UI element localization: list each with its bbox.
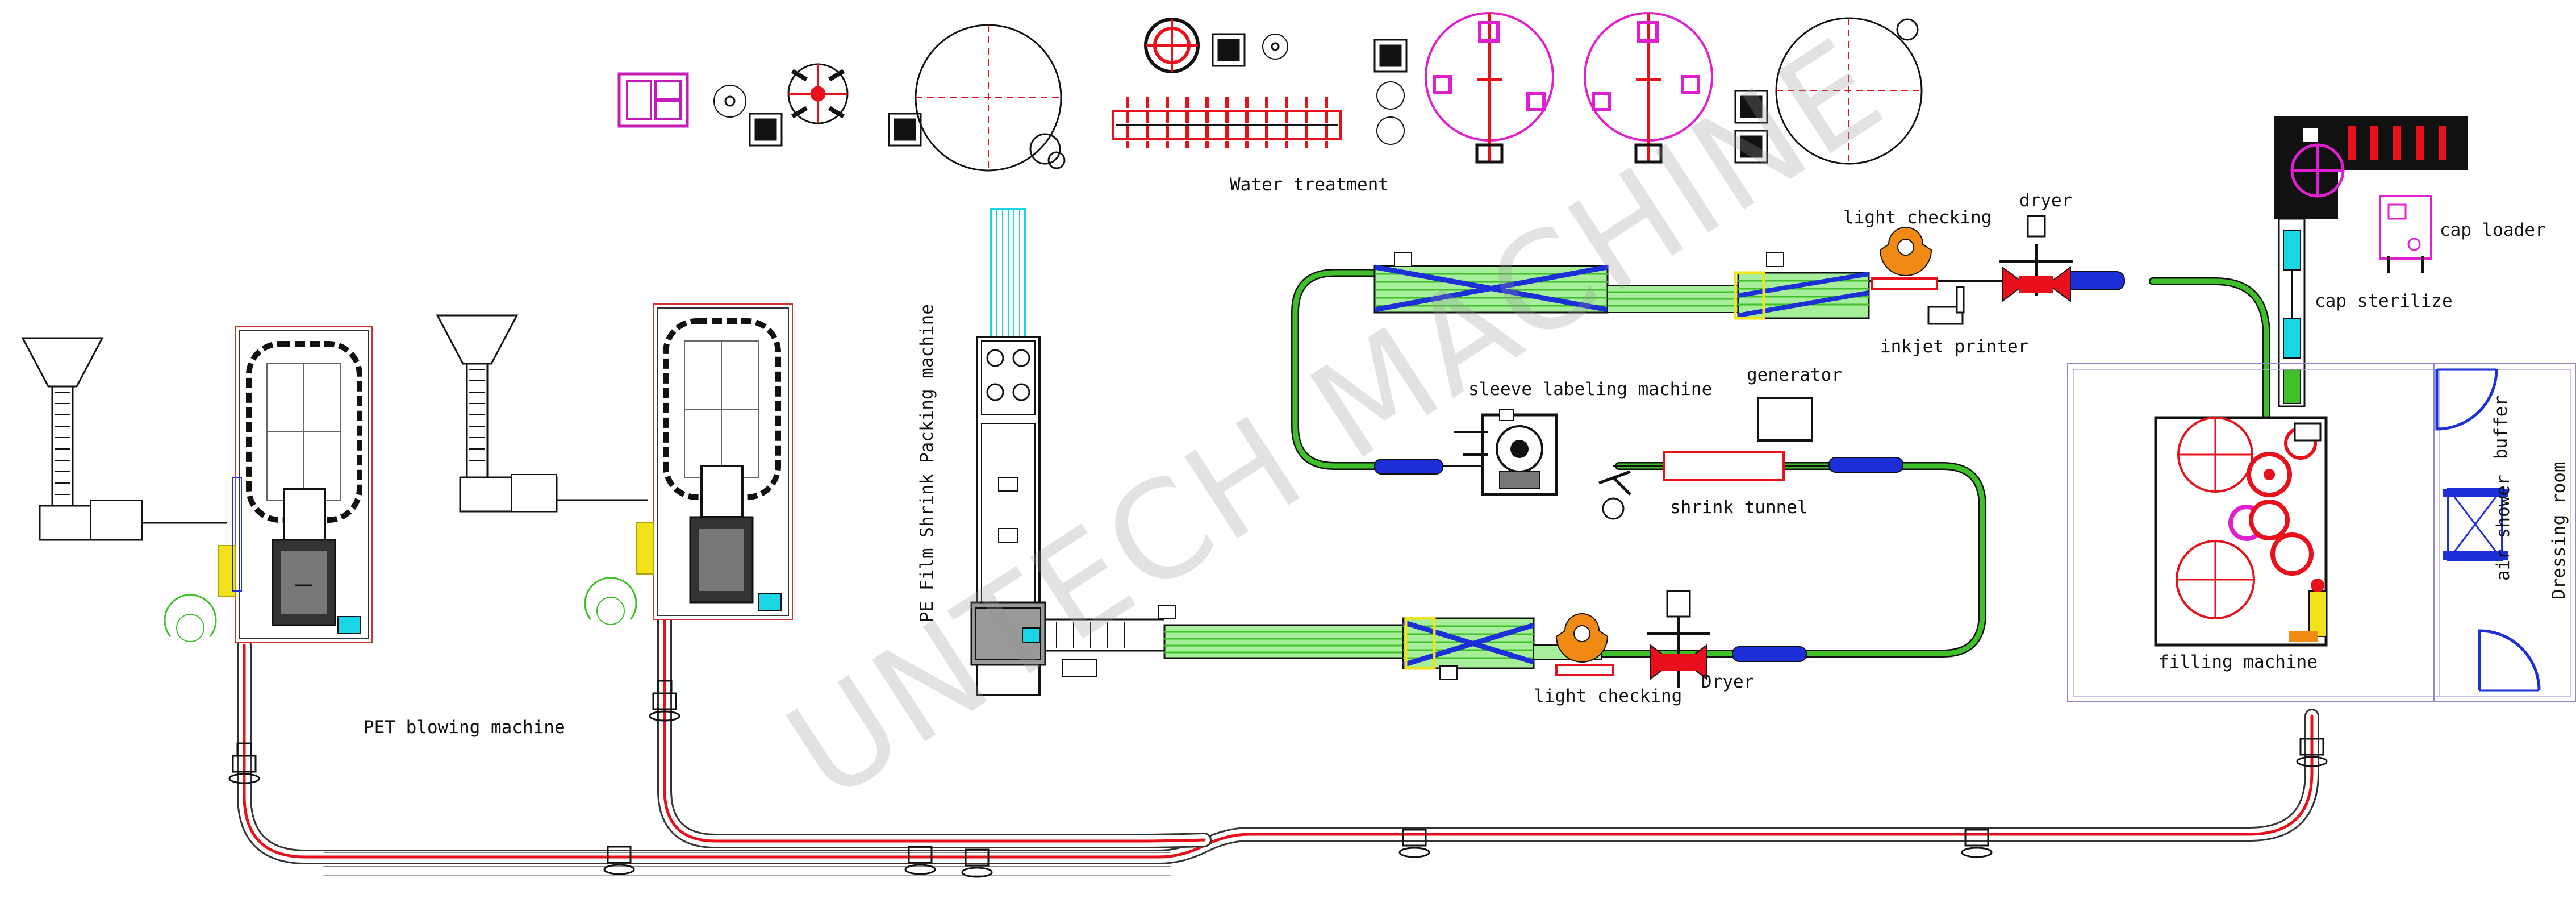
label-pe-film-shrink-packing-machine: PE Film Shrink Packing machine [917, 304, 937, 622]
label-air-shower: air shower [2493, 475, 2514, 581]
pet-blowing-machine-2 [436, 303, 793, 625]
green-bottle-conveyor [1291, 269, 2270, 658]
inspection-and-dryers [1555, 215, 2073, 688]
label-dressing-room: Dressing room [2549, 461, 2569, 600]
pet-blowing-machine-1 [21, 326, 373, 643]
label-pet-blowing-machine: PET blowing machine [364, 717, 565, 738]
cap-equipment [2274, 116, 2468, 407]
label-shrink-tunnel: shrink tunnel [1670, 497, 1808, 518]
label-water-treatment: Water treatment [1230, 174, 1389, 195]
label-sleeve-labeling-machine: sleeve labeling machine [1468, 379, 1713, 400]
label-cap-sterilize: cap sterilize [2315, 291, 2453, 311]
label-dryer-top: dryer [2019, 190, 2073, 211]
label-dryer-bottom: Dryer [1701, 672, 1755, 692]
conveyor-fans [228, 680, 2328, 878]
label-cap-loader: cap loader [2440, 220, 2546, 240]
filling-machine-room [2067, 363, 2576, 702]
pe-film-shrink-packing-machine [970, 208, 1164, 696]
label-buffer: buffer [2491, 396, 2511, 459]
water-treatment-equipment [617, 12, 1923, 172]
label-inkjet-printer: inkjet printer [1880, 336, 2029, 357]
sleeve-labeling-area [1454, 397, 1813, 520]
label-light-checking-bottom: light checking [1534, 686, 1682, 706]
label-light-checking-top: light checking [1843, 207, 1992, 228]
label-filling-machine: filling machine [2159, 652, 2318, 672]
bottom-accumulation-table [1158, 605, 1807, 680]
air-conveyor-bottom [237, 612, 2319, 876]
middle-conveyor-pieces [1374, 457, 1903, 475]
label-generator: generator [1747, 365, 1842, 385]
